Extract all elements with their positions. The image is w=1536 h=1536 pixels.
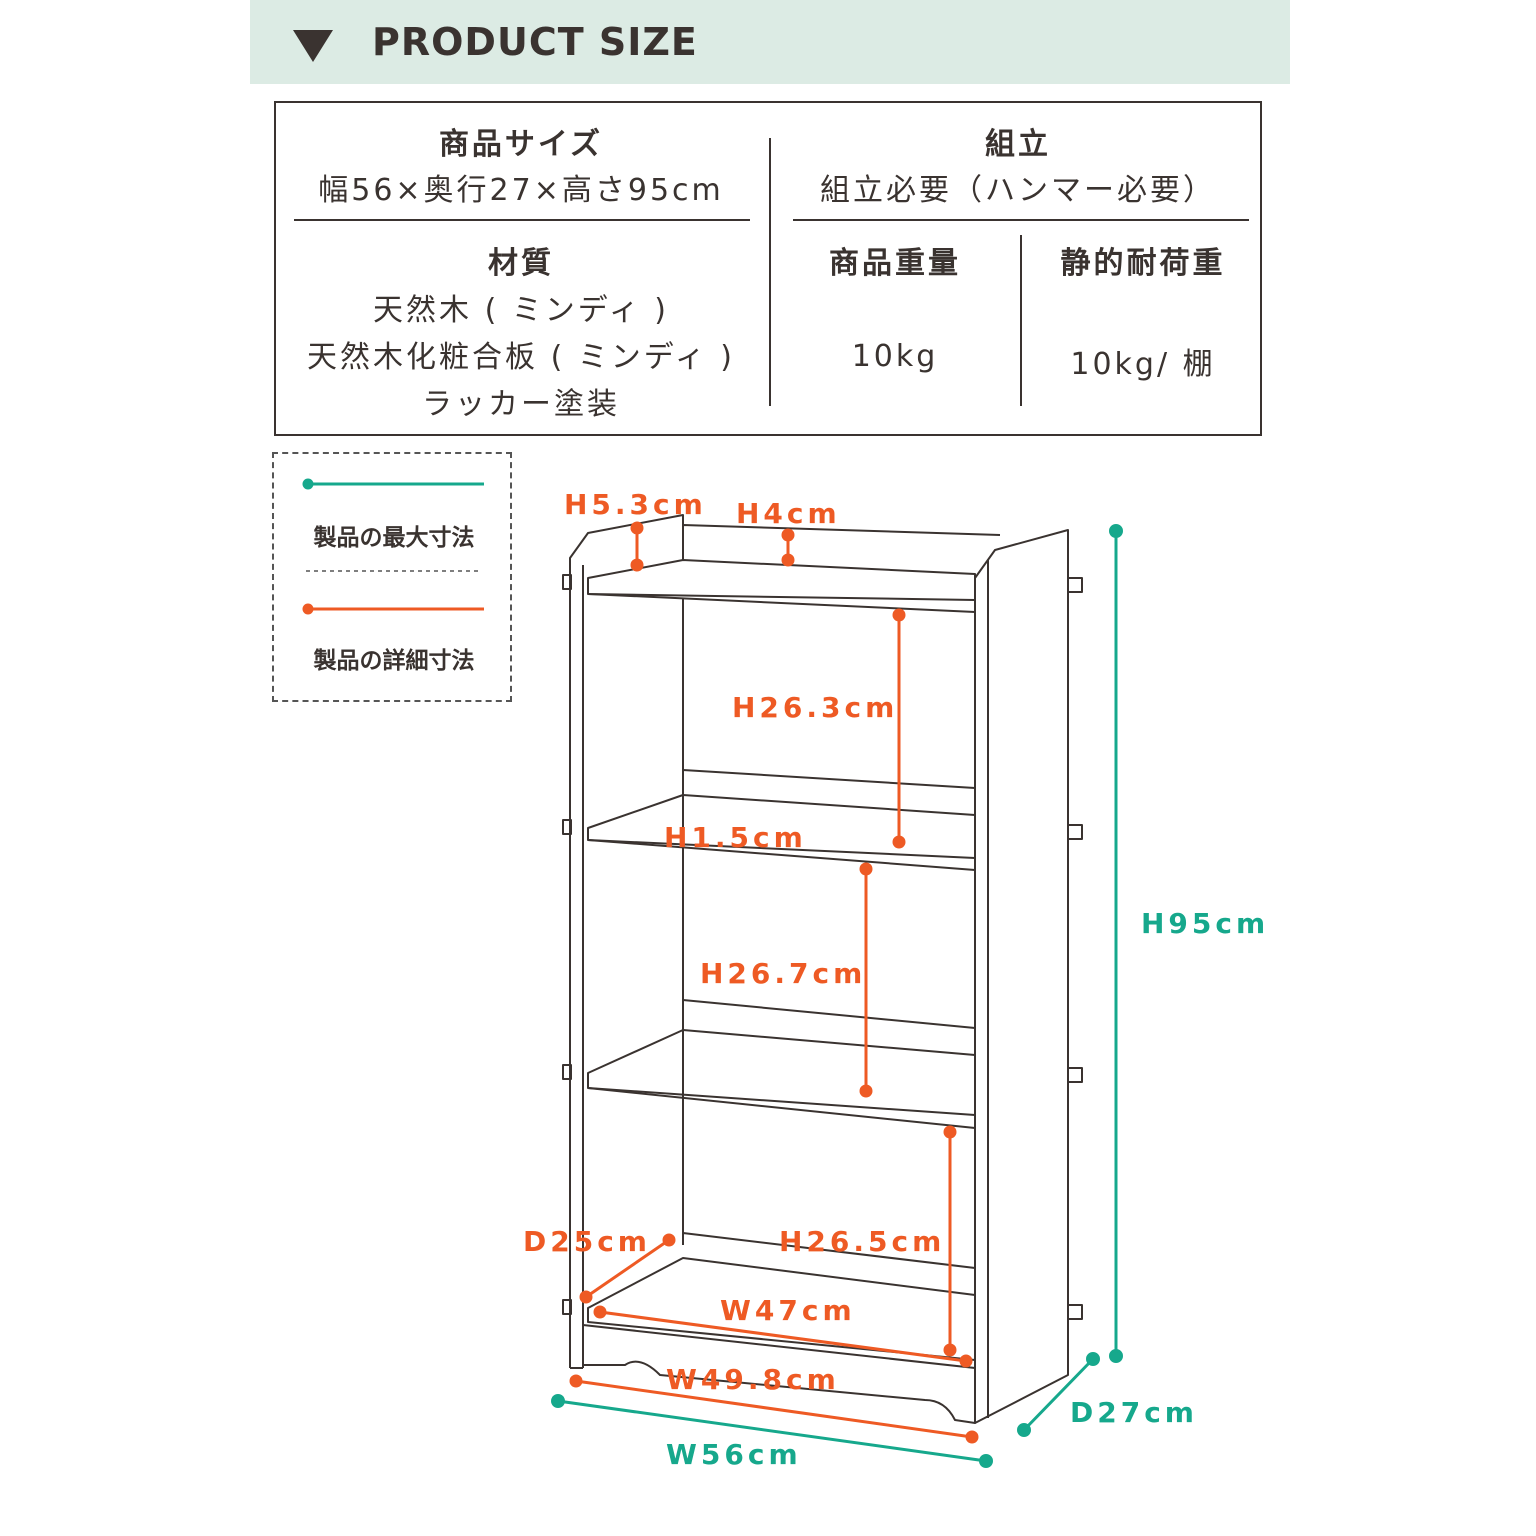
table-divider-left (294, 219, 750, 221)
inner-width-dot-1 (593, 1305, 607, 1319)
depth-dot-back (1086, 1352, 1100, 1366)
shelf3-gap-dot-1 (943, 1125, 957, 1139)
top-back-height-dot-1 (781, 528, 795, 542)
detail-dimension-lines (569, 521, 979, 1444)
shelf-3-lip (682, 999, 976, 1055)
inner-depth-line (585, 1238, 670, 1299)
total-height-label: H95cm (1141, 907, 1270, 940)
inner-depth-dot-1 (579, 1290, 593, 1304)
shelf-2 (587, 794, 976, 859)
shelf-2-lip (682, 769, 976, 815)
back-panel-top (682, 524, 1001, 558)
tab-left-3 (562, 1064, 572, 1080)
top-back-height-dot-2 (781, 553, 795, 567)
legend-box: 製品の最大寸法 製品の詳細寸法 (272, 452, 512, 702)
table-divider-right (793, 219, 1249, 221)
shelf-2-front-edge (587, 839, 976, 871)
base-width-label: W49.8cm (666, 1363, 840, 1396)
max-dimension-lines (551, 524, 1123, 1468)
legend-max-label: 製品の最大寸法 (313, 525, 475, 551)
total-depth-label: D27cm (1070, 1396, 1198, 1429)
material-line-1: 天然木 ( ミンディ ) (373, 293, 669, 328)
tab-right-2 (1067, 824, 1083, 840)
height-dot-top (1109, 524, 1123, 538)
size-value: 幅56×奥行27×高さ95cm (318, 173, 724, 208)
load-label: 静的耐荷重 (1060, 246, 1226, 281)
shelf-3-front-edge (587, 1087, 976, 1129)
legend-max-dot (302, 478, 314, 490)
triangle-down-icon (293, 30, 333, 62)
base-width-line (575, 1379, 973, 1439)
shelf1-gap-dot-2 (892, 835, 906, 849)
depth-line (1022, 1357, 1095, 1432)
bottom-shelf (587, 1257, 976, 1361)
top-shelf (587, 559, 976, 601)
weight-value: 10kg (851, 339, 939, 374)
shelf-thickness-label: H1.5cm (664, 821, 807, 854)
shelf2-gap-dot-2 (859, 1084, 873, 1098)
tab-left-1 (562, 574, 572, 590)
page-title: PRODUCT SIZE (372, 20, 698, 64)
tab-right-1 (1067, 577, 1083, 593)
width-dot-right (979, 1454, 993, 1468)
legend-detail-label: 製品の詳細寸法 (313, 648, 475, 674)
spec-table: 商品サイズ 幅56×奥行27×高さ95cm 組立 組立必要（ハンマー必要） 材質… (274, 101, 1262, 436)
header-band (250, 0, 1290, 84)
total-width-label: W56cm (666, 1438, 802, 1471)
load-value: 10kg/ 棚 (1070, 347, 1216, 382)
inner-width-label: W47cm (720, 1294, 856, 1327)
base-width-dot-1 (569, 1374, 583, 1388)
inner-depth-label: D25cm (523, 1225, 651, 1258)
inner-width-dot-2 (959, 1354, 973, 1368)
width-dot-left (551, 1394, 565, 1408)
table-divider-vertical (769, 138, 771, 406)
tab-right-3 (1067, 1067, 1083, 1083)
depth-dot-front (1017, 1423, 1031, 1437)
top-side-height-dot-2 (630, 558, 644, 572)
plinth (582, 1324, 976, 1424)
bottom-shelf-lip (682, 1232, 976, 1295)
top-side-height-label: H5.3cm (564, 488, 707, 521)
tab-right-4 (1067, 1304, 1083, 1320)
tab-left-4 (562, 1299, 572, 1315)
size-label: 商品サイズ (438, 127, 604, 162)
shelf1-gap-label: H26.3cm (732, 691, 899, 724)
inner-width-line (599, 1310, 967, 1363)
material-label: 材質 (488, 246, 554, 281)
material-line-2: 天然木化粧合板 ( ミンディ ) (307, 340, 735, 375)
shelf-outline (562, 514, 1083, 1424)
assembly-label: 組立 (985, 127, 1051, 162)
top-back-height-label: H4cm (736, 497, 841, 530)
weight-label: 商品重量 (829, 246, 961, 281)
shelf2-gap-dot-1 (859, 862, 873, 876)
shelf3-gap-dot-2 (943, 1343, 957, 1357)
shelf-3 (587, 1029, 976, 1116)
assembly-value: 組立必要（ハンマー必要） (820, 173, 1216, 208)
width-line (557, 1399, 987, 1463)
shelf2-gap-label: H26.7cm (700, 957, 867, 990)
inner-depth-dot-2 (662, 1233, 676, 1247)
shelf1-gap-dot-1 (892, 608, 906, 622)
top-side-height-dot-1 (630, 521, 644, 535)
table-divider-vertical-2 (1020, 235, 1022, 406)
top-shelf-front-edge (587, 593, 976, 613)
tab-left-2 (562, 819, 572, 835)
legend-detail-dot (302, 603, 314, 615)
material-line-3: ラッカー塗装 (422, 387, 620, 422)
shelf3-gap-label: H26.5cm (779, 1225, 946, 1258)
base-width-dot-2 (965, 1430, 979, 1444)
height-dot-bottom (1109, 1349, 1123, 1363)
legend-lines (302, 478, 484, 615)
